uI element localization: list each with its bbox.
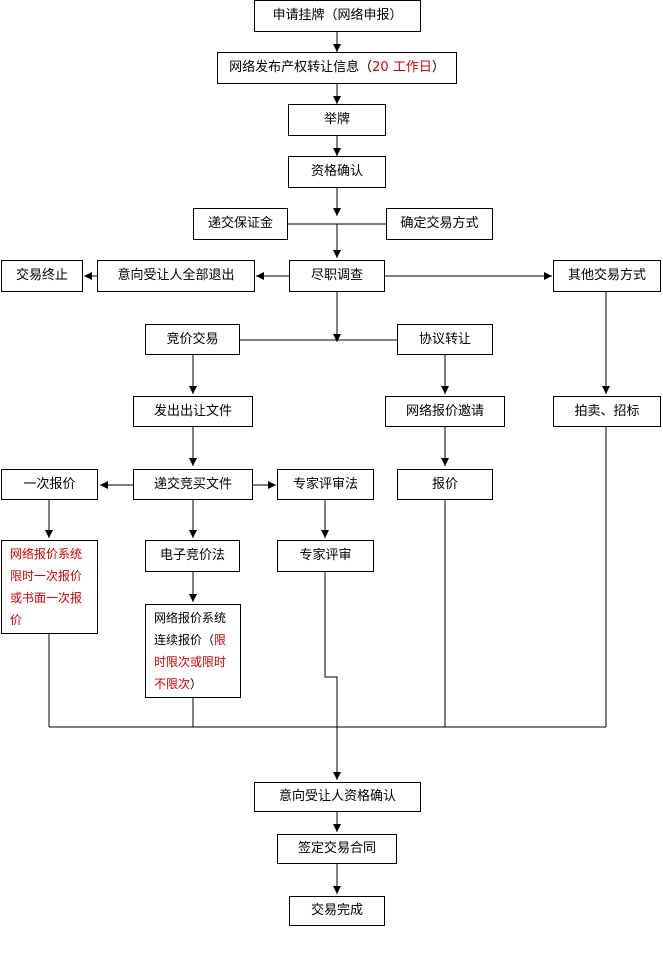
node-terminate: 交易终止	[1, 260, 83, 292]
node-submit-bid-docs-label: 递交竞买文件	[153, 476, 232, 492]
node-auction: 拍卖、招标	[553, 396, 661, 427]
node-one-bid-label: 一次报价	[23, 476, 76, 492]
node-other-methods-label: 其他交易方式	[567, 268, 646, 284]
node-expert-review-label: 专家评审	[299, 548, 352, 564]
node-one-bid-detail-label: 网络报价系统限时一次报价或书面一次报价	[10, 547, 83, 627]
node-issue-docs-label: 发出出让文件	[153, 403, 232, 419]
node-publish-info-days: 20 工作日	[372, 60, 432, 76]
node-continuous-bid-label: 网络报价系统连续报价（	[154, 611, 227, 647]
line-expert-review-down	[324, 572, 338, 727]
node-all-withdraw: 意向受让人全部退出	[97, 260, 255, 292]
node-online-invite-label: 网络报价邀请	[405, 403, 484, 419]
node-continuous-bid-mode: 限时限次或限时不限次	[154, 633, 227, 691]
node-issue-docs: 发出出让文件	[133, 396, 253, 427]
node-listing: 举牌	[288, 104, 386, 136]
node-confirm-method: 确定交易方式	[386, 208, 493, 240]
node-expert-review: 专家评审	[277, 540, 374, 572]
node-complete-label: 交易完成	[310, 903, 363, 919]
node-confirm-method-label: 确定交易方式	[400, 216, 479, 232]
node-due-diligence: 尽职调查	[289, 260, 385, 292]
node-apply-listing: 申请挂牌（网络申报）	[254, 0, 421, 32]
node-terminate-label: 交易终止	[15, 268, 68, 284]
node-quote-label: 报价	[431, 476, 458, 492]
node-continuous-bid: 网络报价系统连续报价（限时限次或限时不限次）	[145, 604, 241, 698]
node-deposit-label: 递交保证金	[207, 216, 273, 232]
node-agreement-label: 协议转让	[418, 331, 471, 347]
node-publish-info-label: 网络发布产权转让信息（	[229, 60, 373, 76]
node-one-bid: 一次报价	[1, 469, 98, 500]
node-one-bid-detail: 网络报价系统限时一次报价或书面一次报价	[1, 540, 98, 634]
node-bidding: 竞价交易	[145, 324, 240, 355]
node-expert-method-label: 专家评审法	[292, 476, 358, 492]
node-agreement: 协议转让	[397, 324, 493, 355]
node-sign-contract-label: 签定交易合同	[297, 841, 376, 857]
node-final-qualify-label: 意向受让人资格确认	[278, 789, 396, 805]
node-complete: 交易完成	[289, 896, 385, 926]
node-submit-bid-docs: 递交竞买文件	[133, 469, 253, 500]
node-deposit: 递交保证金	[193, 208, 288, 240]
node-expert-method: 专家评审法	[277, 469, 374, 500]
node-bidding-label: 竞价交易	[166, 331, 219, 347]
node-e-bidding-label: 电子竞价法	[159, 548, 225, 564]
node-qualify: 资格确认	[288, 156, 386, 188]
node-continuous-bid-close: ）	[190, 677, 203, 691]
node-auction-label: 拍卖、招标	[574, 403, 640, 419]
node-apply-listing-label: 申请挂牌（网络申报）	[272, 8, 403, 24]
node-listing-label: 举牌	[323, 112, 350, 128]
node-quote: 报价	[397, 469, 493, 500]
node-publish-info: 网络发布产权转让信息（20 工作日）	[217, 52, 457, 84]
node-qualify-label: 资格确认	[310, 164, 363, 180]
node-sign-contract: 签定交易合同	[277, 834, 397, 864]
node-due-diligence-label: 尽职调查	[310, 268, 363, 284]
node-final-qualify: 意向受让人资格确认	[254, 782, 421, 812]
node-other-methods: 其他交易方式	[553, 260, 661, 292]
node-publish-info-close: ）	[431, 60, 445, 76]
node-all-withdraw-label: 意向受让人全部退出	[117, 268, 235, 284]
node-online-invite: 网络报价邀请	[385, 396, 505, 427]
node-e-bidding: 电子竞价法	[145, 540, 240, 572]
